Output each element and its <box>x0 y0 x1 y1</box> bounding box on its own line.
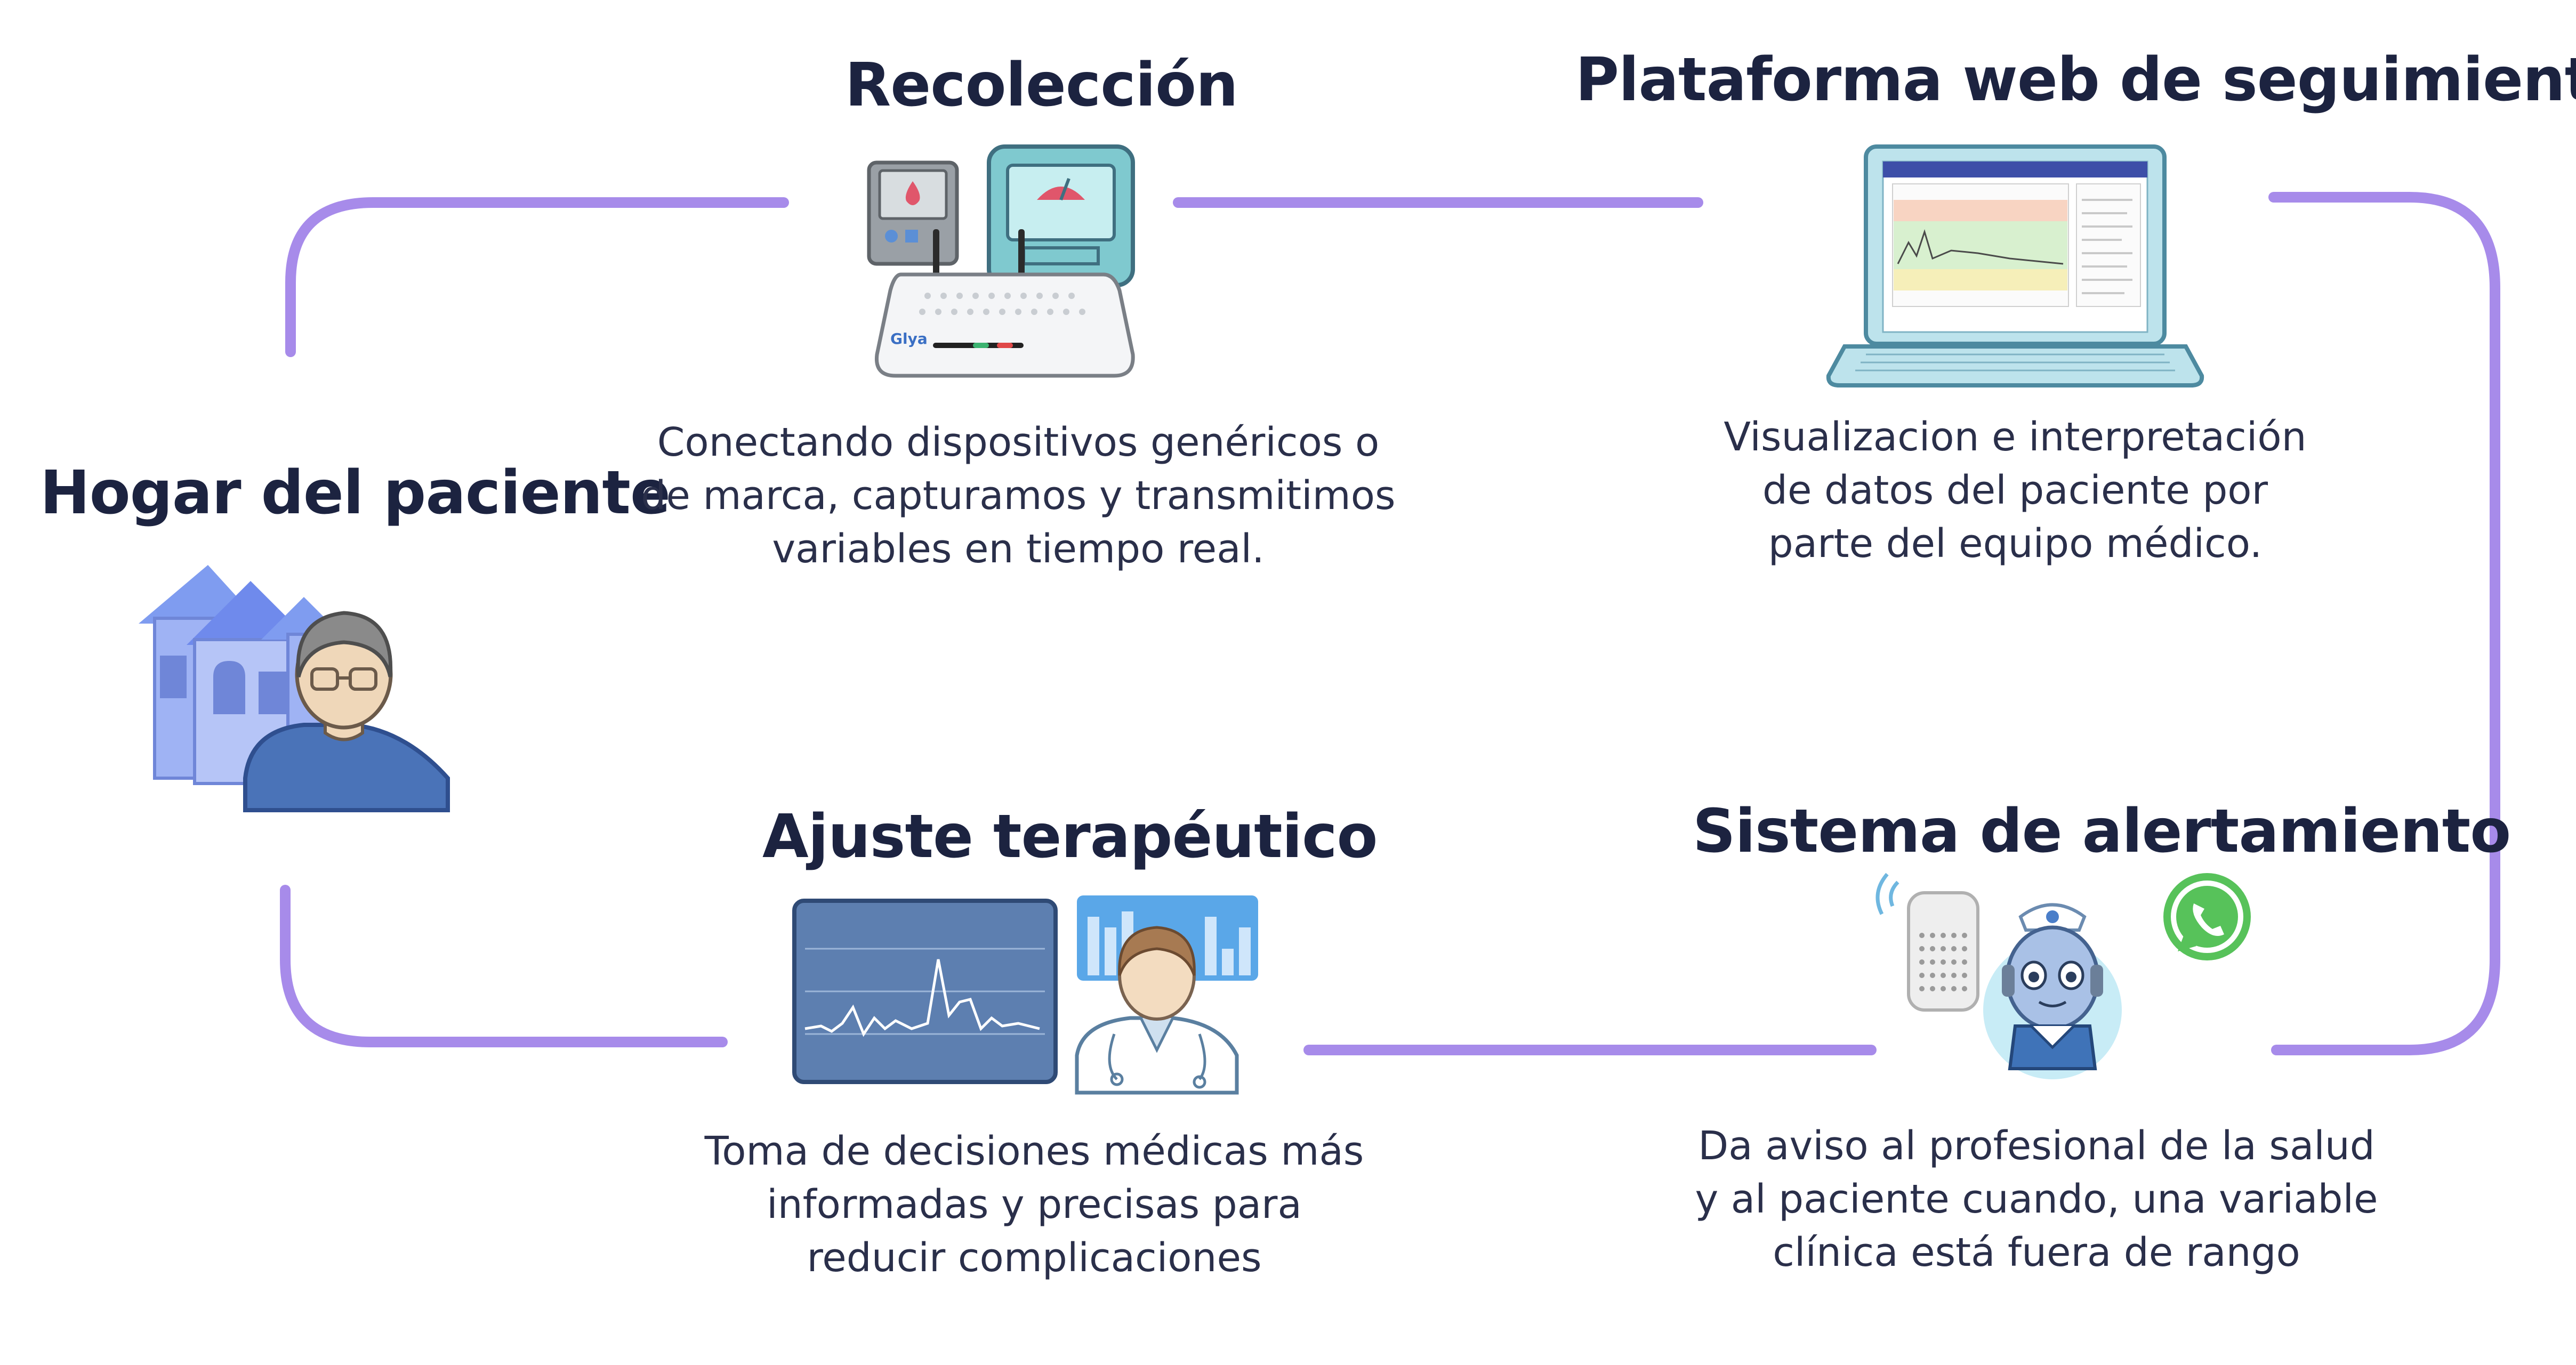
patient-avatar-icon <box>243 611 450 812</box>
adjustment-description-line: Toma de decisiones médicas más <box>704 1128 1364 1174</box>
collection-illustration: Glya <box>867 144 1135 378</box>
laptop-icon <box>1826 144 2204 387</box>
smart-speaker-icon <box>1875 873 1979 1012</box>
alerts-description: Da aviso al profesional de la salud y al… <box>1642 1119 2431 1279</box>
doctor-avatar-icon <box>1075 926 1239 1095</box>
platform-description-line: de datos del paciente por <box>1762 467 2268 513</box>
adjustment-title: Ajuste terapéutico <box>762 802 1378 871</box>
platform-title: Plataforma web de seguimiento <box>1575 45 2576 115</box>
adjustment-description: Toma de decisiones médicas más informada… <box>666 1125 1402 1285</box>
connector-adjustment-to-home <box>280 885 728 1047</box>
alerts-title: Sistema de alertamiento <box>1693 797 2511 866</box>
platform-description-line: parte del equipo médico. <box>1768 521 2263 567</box>
platform-description-line: Visualizacion e interpretación <box>1724 414 2307 460</box>
alerts-description-line: Da aviso al profesional de la salud <box>1698 1123 2375 1169</box>
alerts-illustration <box>1875 873 2251 1079</box>
home-title: Hogar del paciente <box>40 458 671 528</box>
robot-assistant-icon <box>1983 903 2122 1079</box>
whatsapp-icon <box>2163 873 2251 960</box>
adjustment-description-line: informadas y precisas para <box>767 1182 1302 1227</box>
collection-description-line: Conectando dispositivos genéricos o <box>657 419 1380 465</box>
collection-description-line: de marca, capturamos y transmitimos <box>641 473 1396 519</box>
alerts-description-line: y al paciente cuando, una variable <box>1695 1176 2378 1222</box>
adjustment-description-line: reducir complicaciones <box>807 1235 1262 1281</box>
router-brand-label: Glya <box>890 330 928 348</box>
scale-icon <box>987 144 1135 287</box>
house-icon <box>139 565 347 785</box>
adjustment-illustration <box>792 895 1258 1095</box>
collection-description-line: variables en tiempo real. <box>772 526 1265 572</box>
connector-home-to-collection <box>285 197 789 357</box>
platform-description: Visualizacion e interpretación de datos … <box>1679 410 2351 570</box>
monitor-chart-icon <box>792 899 1058 1084</box>
collection-title: Recolección <box>845 51 1238 120</box>
collection-description: Conectando dispositivos genéricos o de m… <box>629 416 1407 576</box>
glucometer-icon <box>867 160 959 266</box>
gateway-router-icon: Glya <box>874 229 1135 378</box>
platform-illustration <box>1826 144 2204 387</box>
home-illustration <box>139 565 450 812</box>
alerts-description-line: clínica está fuera de rango <box>1773 1230 2300 1275</box>
connector-platform-to-alerts <box>2268 192 2500 1055</box>
